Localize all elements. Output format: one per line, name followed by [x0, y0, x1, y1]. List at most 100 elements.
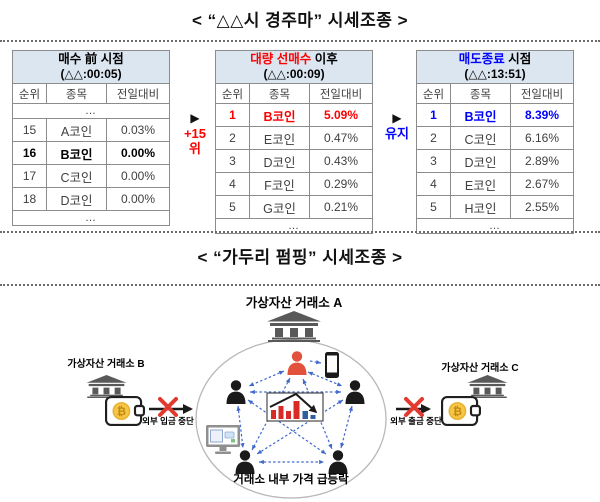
rank-cell: 1 [416, 103, 451, 127]
table-title-rest: 시점 [504, 52, 532, 67]
change-cell: 0.47% [308, 126, 374, 150]
bank-icon-exchange-a [267, 311, 321, 342]
table-title-rest: 매수 前 시점 [58, 52, 124, 67]
column-header: 순위 [12, 83, 47, 104]
table-title-accent: 대량 선매수 [250, 52, 312, 67]
coin-cell: D코인 [46, 187, 107, 211]
bank-icon-exchange-c [467, 375, 508, 398]
coin-cell: C코인 [46, 164, 107, 188]
coin-cell: E코인 [249, 126, 310, 150]
change-cell: 0.00% [105, 141, 171, 165]
rank-cell: 3 [416, 149, 451, 173]
rank-jump-label-line2: 위 [189, 140, 201, 156]
table-title: 매수 前 시점 (△△:00:05) [11, 50, 171, 84]
right-triangle-icon: ▶ [392, 111, 402, 125]
table-title-rest: 이후 [311, 52, 338, 67]
rank-keep-label: 유지 [372, 126, 422, 142]
divider-mid-2 [0, 284, 600, 286]
column-header: 전일대비 [308, 83, 374, 104]
ellipsis-row: … [11, 103, 171, 119]
coin-cell: B코인 [450, 103, 511, 127]
coin-cell: D코인 [450, 149, 511, 173]
ellipsis-cell: … [214, 218, 374, 234]
right-triangle-icon: ▶ [190, 111, 200, 125]
coin-cell: F코인 [249, 172, 310, 196]
rank-keep-label-line1: 유지 [385, 126, 409, 141]
exchange-a-label: 가상자산 거래소 A [245, 296, 343, 310]
divider-top [0, 40, 600, 42]
divider-mid-1 [0, 231, 600, 233]
coin-cell: B코인 [249, 103, 310, 127]
rank-cell: 1 [215, 103, 250, 127]
column-header: 순위 [416, 83, 451, 104]
ellipsis-cell: … [416, 218, 574, 234]
change-cell: 0.00% [105, 164, 171, 188]
rank-cell: 4 [416, 172, 451, 196]
coin-cell: G코인 [249, 195, 310, 219]
ellipsis-row: … [11, 210, 171, 226]
coin-cell: D코인 [249, 149, 310, 173]
change-cell: 0.21% [308, 195, 374, 219]
coin-cell: B코인 [46, 141, 107, 165]
change-cell: 0.29% [308, 172, 374, 196]
change-cell: 5.09% [308, 103, 374, 127]
change-cell: 0.43% [308, 149, 374, 173]
column-header: 전일대비 [105, 83, 171, 104]
deposit-halt-arrow [149, 397, 193, 417]
table-title-time: (△△:00:05) [60, 67, 122, 82]
exchange-b-label: 가상자산 거래소 B [67, 359, 145, 370]
column-header: 전일대비 [510, 83, 574, 104]
table-title-accent: 매도종료 [458, 52, 505, 67]
coin-cell: H코인 [450, 195, 511, 219]
rank-cell: 15 [12, 118, 47, 142]
change-cell: 2.55% [510, 195, 574, 219]
change-cell: 8.39% [510, 103, 574, 127]
inner-price-swing-label: 거래소 내부 가격 급등락 [233, 474, 349, 486]
table-title: 대량 선매수 이후 (△△:00:09) [214, 50, 374, 84]
bank-icon-exchange-b [86, 375, 127, 398]
rank-cell: 5 [416, 195, 451, 219]
column-header: 종목 [450, 83, 511, 104]
rank-cell: 16 [12, 141, 47, 165]
rank-cell: 18 [12, 187, 47, 211]
table-title-row: 대량 선매수 이후 (△△:00:09) [214, 50, 374, 84]
smartphone-icon [325, 352, 339, 378]
ellipsis-row: … [214, 218, 374, 234]
ellipsis-cell: … [11, 103, 171, 119]
coin-cell: E코인 [450, 172, 511, 196]
rank-cell: 2 [215, 126, 250, 150]
change-cell: 0.03% [105, 118, 171, 142]
rank-keep-arrow: ▶ 유지 [372, 112, 422, 142]
price-chart-icon [266, 392, 324, 422]
diagram-canvas: ₿ [86, 311, 508, 499]
table-title-time: (△△:13:51) [464, 67, 526, 82]
pumping-diagram: ₿ [0, 285, 600, 502]
section-title-racehorse: < “△△시 경주마” 시세조종 > [191, 11, 408, 30]
rank-cell: 4 [215, 172, 250, 196]
halt-x-icon [158, 397, 178, 417]
coin-cell: C코인 [450, 126, 511, 150]
rank-jump-arrow: ▶ +15 위 [170, 112, 220, 157]
section-title-pumping: < “가두리 펌핑” 시세조종 > [197, 248, 403, 267]
rank-cell: 17 [12, 164, 47, 188]
change-cell: 6.16% [510, 126, 574, 150]
ellipsis-cell: … [11, 210, 171, 226]
rank-cell: 3 [215, 149, 250, 173]
column-header: 종목 [249, 83, 310, 104]
table-title-row: 매수 前 시점 (△△:00:05) [11, 50, 171, 84]
